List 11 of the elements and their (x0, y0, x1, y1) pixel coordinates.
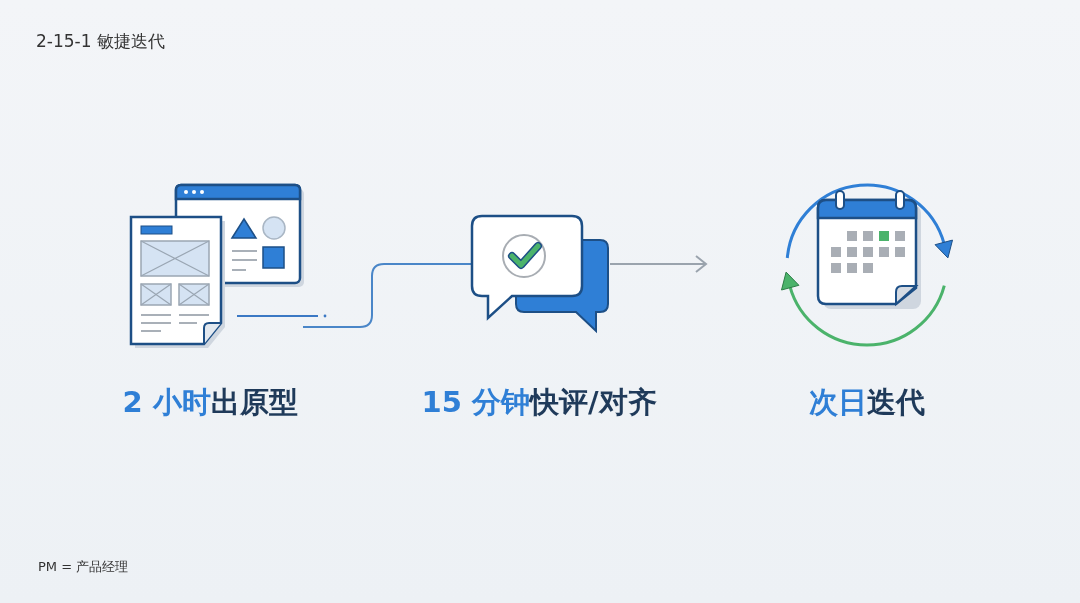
step-label: 出原型 (210, 385, 298, 419)
step-label: 迭代 (867, 385, 925, 419)
step-label: 次日 (809, 385, 867, 419)
step-label: 2 小时 (122, 385, 211, 419)
footnote: PM = 产品经理 (38, 558, 129, 576)
prototype-drawing (128, 181, 303, 347)
arrow (609, 255, 707, 273)
step-label: 15 分钟 (421, 385, 530, 419)
connector-line (302, 263, 473, 328)
diagram-title: 2-15-1 敏捷迭代 (36, 30, 165, 53)
step-label: 快评/对齐 (529, 385, 657, 419)
